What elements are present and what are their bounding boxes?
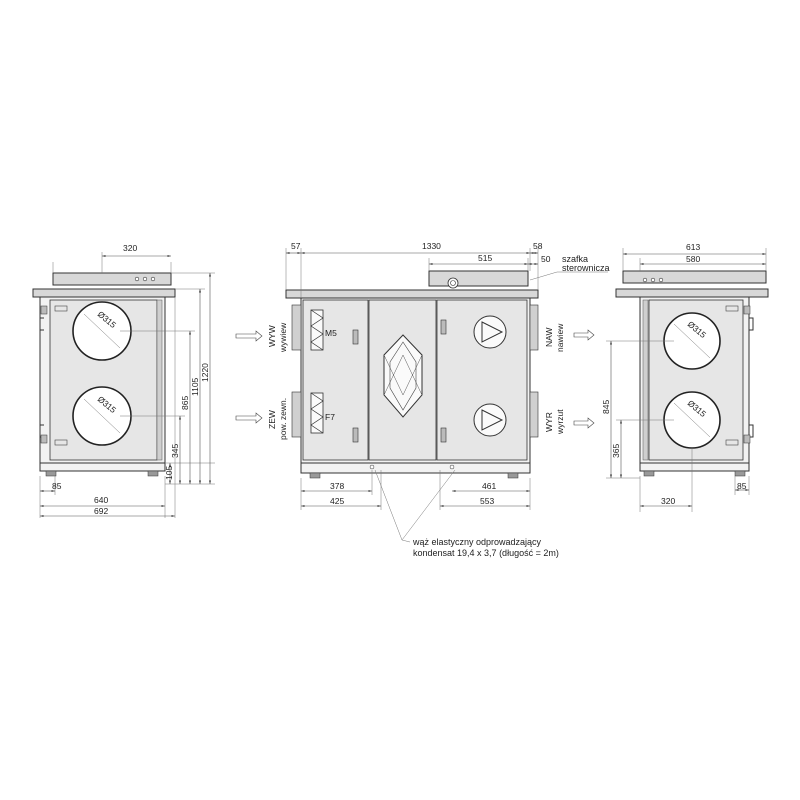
right-control-box bbox=[622, 270, 767, 284]
dim-580: 580 bbox=[686, 254, 700, 264]
control-box-label-2: sterownicza bbox=[562, 263, 610, 273]
inlet-zew-name: pow. zewn. bbox=[278, 398, 288, 440]
front-view: M5 F7 WYW wywiew ZEW pow. zewn. NAW bbox=[235, 241, 610, 558]
arrow-naw bbox=[573, 329, 595, 341]
control-box-label-1: szafka bbox=[562, 254, 588, 264]
dim-365: 365 bbox=[611, 444, 621, 458]
inlet-wyw-name: wywiew bbox=[278, 322, 288, 353]
dim-845: 845 bbox=[601, 400, 611, 414]
inlet-wyw-code: WYW bbox=[267, 325, 277, 347]
dim-left-85: 85 bbox=[52, 481, 62, 491]
arrow-zew bbox=[235, 412, 263, 424]
left-base bbox=[39, 462, 166, 472]
dim-378: 378 bbox=[330, 481, 344, 491]
dim-461: 461 bbox=[482, 481, 496, 491]
dim-57: 57 bbox=[291, 241, 301, 251]
left-control-box bbox=[52, 272, 172, 286]
outlet-wyr-code: WYR bbox=[544, 412, 554, 432]
filter-f7-label: F7 bbox=[325, 412, 335, 422]
control-box bbox=[428, 270, 529, 287]
right-side-view: Ø315 Ø315 613 580 845 365 85 320 bbox=[601, 242, 769, 512]
outlet-naw-code: NAW bbox=[544, 327, 554, 347]
dim-left-105: 105 bbox=[164, 466, 174, 480]
dim-58: 58 bbox=[533, 241, 543, 251]
right-base bbox=[639, 462, 750, 472]
dim-1330: 1330 bbox=[422, 241, 441, 251]
hose-note-1: wąż elastyczny odprowadzający bbox=[412, 537, 542, 547]
left-top-lid bbox=[32, 288, 176, 298]
dim-left-345: 345 bbox=[170, 444, 180, 458]
inlet-zew-code: ZEW bbox=[267, 410, 277, 429]
front-top-lid bbox=[285, 289, 539, 299]
dim-left-865: 865 bbox=[180, 396, 190, 410]
arrow-wyw bbox=[235, 330, 263, 342]
dim-425: 425 bbox=[330, 496, 344, 506]
filter-m5-label: M5 bbox=[325, 328, 337, 338]
hose-note-2: kondensat 19,4 x 3,7 (długość = 2m) bbox=[413, 548, 559, 558]
dim-553: 553 bbox=[480, 496, 494, 506]
outlet-naw-name: nawiew bbox=[555, 323, 565, 352]
dim-right-85: 85 bbox=[737, 481, 747, 491]
dim-right-320: 320 bbox=[661, 496, 675, 506]
dim-left-640: 640 bbox=[94, 495, 108, 505]
dim-left-320: 320 bbox=[123, 243, 137, 253]
left-side-view: Ø315 Ø315 320 85 640 692 105 345 bbox=[32, 243, 215, 518]
dim-left-1105: 1105 bbox=[190, 377, 200, 396]
dim-515: 515 bbox=[478, 253, 492, 263]
right-top-lid bbox=[615, 288, 769, 298]
dim-left-1220: 1220 bbox=[200, 363, 210, 382]
arrow-wyr bbox=[573, 417, 595, 429]
outlet-wyr-name: wyrzut bbox=[555, 409, 565, 435]
dim-613: 613 bbox=[686, 242, 700, 252]
dim-left-692: 692 bbox=[94, 506, 108, 516]
front-base bbox=[300, 462, 531, 474]
dim-50: 50 bbox=[541, 254, 551, 264]
